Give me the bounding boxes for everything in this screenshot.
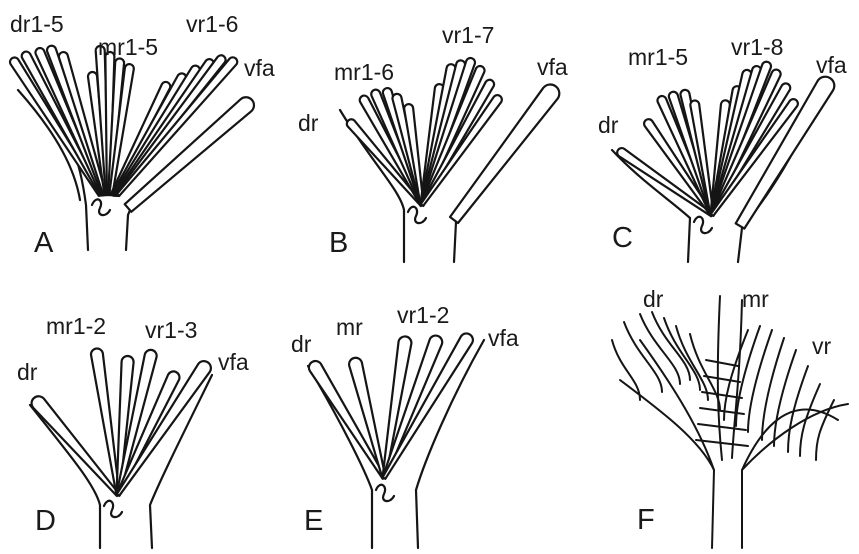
panel-a-label-vfa: vfa bbox=[244, 55, 275, 81]
panel-b-label-dr: dr bbox=[298, 110, 319, 136]
panel-b-label-vfa: vfa bbox=[537, 54, 568, 80]
panel-a-label-mr: mr1-5 bbox=[98, 34, 158, 60]
panel-e-notch bbox=[376, 485, 394, 501]
panel-f-cross-link bbox=[698, 424, 746, 430]
panel-e-ray bbox=[349, 358, 385, 479]
panel-c-label-mr: mr1-5 bbox=[628, 44, 688, 70]
panel-e-label-mr: mr bbox=[336, 314, 363, 340]
panel-c-notch bbox=[694, 217, 712, 233]
panel-a-label-vr: vr1-6 bbox=[186, 11, 238, 37]
panel-b-drawing bbox=[340, 58, 559, 262]
panel-f-radial-branch bbox=[676, 326, 708, 400]
panel-e-drawing bbox=[308, 333, 484, 548]
panel-f-radial-branch bbox=[748, 330, 772, 432]
panel-f-radial-branch bbox=[664, 318, 700, 390]
panel-f-trunk-left bbox=[620, 380, 714, 548]
panel-a-drawing bbox=[10, 46, 254, 250]
panel-d-letter: D bbox=[35, 505, 56, 537]
panel-f: dr mr vr F bbox=[612, 286, 848, 548]
panel-d-label-vr: vr1-3 bbox=[145, 317, 197, 343]
panel-d: dr mr1-2 vr1-3 vfa D bbox=[17, 313, 249, 548]
panel-b: dr mr1-6 vr1-7 vfa B bbox=[298, 22, 568, 262]
panel-c: dr mr1-5 vr1-8 vfa C bbox=[598, 34, 847, 262]
panel-e-label-dr: dr bbox=[291, 331, 312, 357]
panel-e-letter: E bbox=[304, 505, 323, 537]
panel-c-drawing bbox=[612, 62, 834, 262]
panel-c-letter: C bbox=[612, 222, 633, 254]
panel-c-label-vfa: vfa bbox=[816, 52, 847, 78]
panel-d-drawing bbox=[30, 349, 212, 548]
panel-b-notch bbox=[408, 207, 426, 223]
panel-b-label-mr: mr1-6 bbox=[334, 59, 394, 85]
panel-d-label-vfa: vfa bbox=[218, 349, 249, 375]
panel-a-notch bbox=[92, 199, 110, 215]
panel-f-branch bbox=[742, 410, 838, 470]
panel-d-notch bbox=[104, 501, 122, 517]
panel-c-label-dr: dr bbox=[598, 112, 619, 138]
panel-f-cross-link bbox=[706, 360, 738, 366]
panel-f-letter: F bbox=[637, 504, 655, 536]
panel-f-trunk-right bbox=[742, 404, 848, 548]
panel-f-label-dr: dr bbox=[643, 286, 664, 312]
panel-a-label-dr: dr1-5 bbox=[10, 11, 64, 37]
panel-a-letter: A bbox=[34, 227, 54, 259]
panel-f-label-vr: vr bbox=[812, 333, 832, 359]
panel-e: dr mr vr1-2 vfa E bbox=[291, 302, 519, 548]
panel-e-label-vfa: vfa bbox=[488, 325, 519, 351]
panel-b-letter: B bbox=[329, 227, 348, 259]
panel-e-label-vr: vr1-2 bbox=[397, 302, 449, 328]
panel-c-label-vr: vr1-8 bbox=[731, 34, 783, 60]
panel-f-radial-branch bbox=[624, 322, 662, 392]
panel-f-branch bbox=[732, 300, 742, 458]
panel-a: dr1-5 mr1-5 vr1-6 vfa A bbox=[10, 11, 275, 259]
panel-b-label-vr: vr1-7 bbox=[442, 22, 494, 48]
panel-d-label-mr: mr1-2 bbox=[46, 313, 106, 339]
panel-d-label-dr: dr bbox=[17, 359, 38, 385]
panel-f-label-mr: mr bbox=[742, 286, 769, 312]
